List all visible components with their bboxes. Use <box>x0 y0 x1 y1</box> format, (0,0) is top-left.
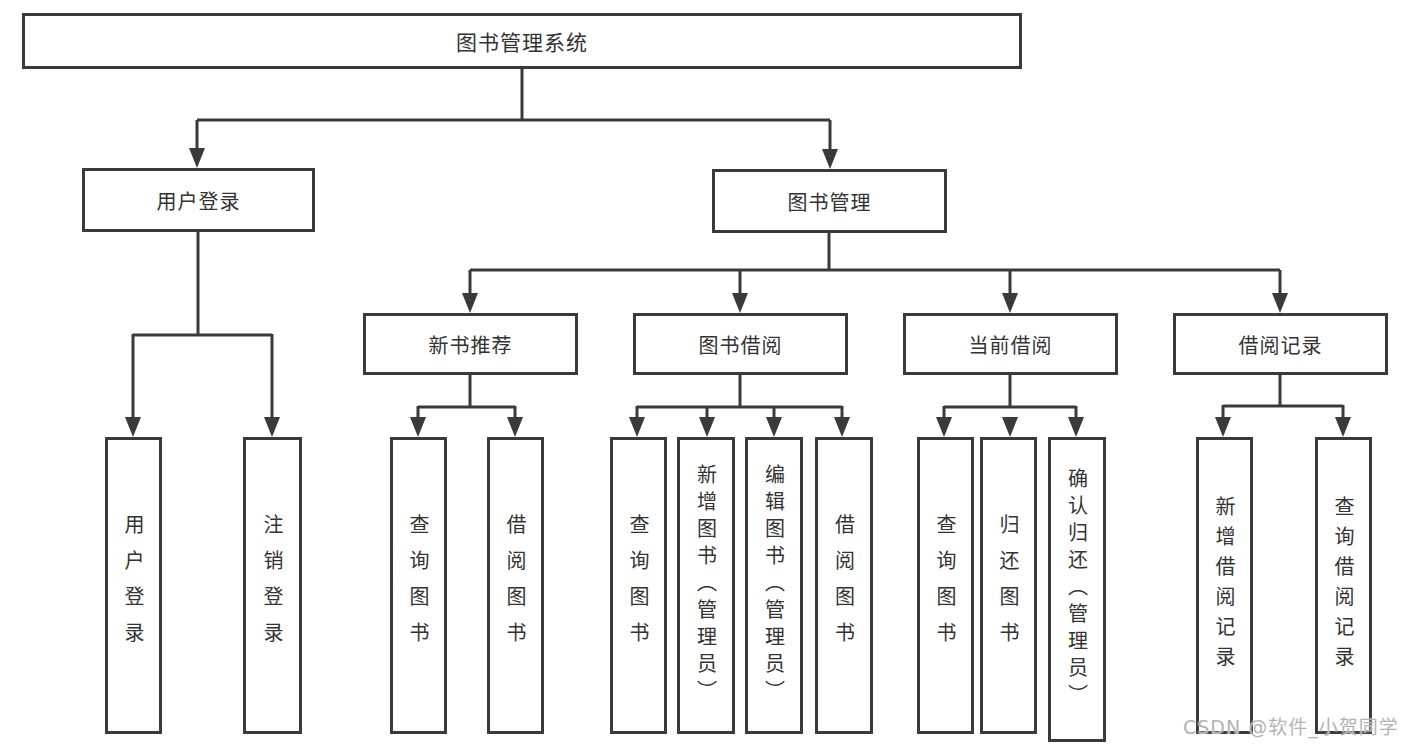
leaf-query-books-current-label: 查询图书 <box>931 514 960 658</box>
leaf-return-books-label: 归还图书 <box>994 514 1023 658</box>
leaf-query-books-current: 查询图书 <box>917 437 974 734</box>
node-new-book-recommend-label: 新书推荐 <box>429 330 513 359</box>
node-book-borrow: 图书借阅 <box>633 313 848 375</box>
node-user-login-label: 用户登录 <box>157 186 241 215</box>
leaf-return-books: 归还图书 <box>980 437 1037 734</box>
leaf-borrow-books-recommend: 借阅图书 <box>487 437 544 734</box>
node-current-borrow-label: 当前借阅 <box>969 330 1053 359</box>
leaf-add-borrow-record-label: 新增借阅记录 <box>1210 496 1239 676</box>
leaf-add-books-admin: 新增图书（管理员） <box>677 437 735 734</box>
leaf-query-borrow-record-label: 查询借阅记录 <box>1329 496 1358 676</box>
leaf-edit-books-admin-label: 编辑图书（管理员） <box>760 464 789 707</box>
leaf-logout-label: 注销登录 <box>258 514 287 658</box>
leaf-add-books-admin-label: 新增图书（管理员） <box>692 464 721 707</box>
leaf-add-borrow-record: 新增借阅记录 <box>1196 437 1253 734</box>
leaf-query-books-recommend-label: 查询图书 <box>404 514 433 658</box>
leaf-borrow-books-recommend-label: 借阅图书 <box>501 514 530 658</box>
leaf-confirm-return-admin: 确认归还（管理员） <box>1048 437 1106 742</box>
leaf-logout: 注销登录 <box>243 437 302 734</box>
node-root: 图书管理系统 <box>22 13 1022 69</box>
node-book-management-label: 图书管理 <box>788 187 872 216</box>
leaf-query-borrow-record: 查询借阅记录 <box>1315 437 1372 734</box>
node-book-management: 图书管理 <box>712 169 947 233</box>
node-new-book-recommend: 新书推荐 <box>363 313 578 375</box>
leaf-confirm-return-admin-label: 确认归还（管理员） <box>1063 468 1092 711</box>
leaf-query-books-recommend: 查询图书 <box>390 437 447 734</box>
leaf-borrow-books-label: 借阅图书 <box>830 514 859 658</box>
leaf-borrow-books: 借阅图书 <box>815 437 873 734</box>
node-borrow-records-label: 借阅记录 <box>1239 330 1323 359</box>
leaf-query-books-borrow: 查询图书 <box>610 437 667 734</box>
node-borrow-records: 借阅记录 <box>1173 313 1388 375</box>
leaf-user-login-label: 用户登录 <box>119 514 148 658</box>
watermark-text: CSDN @软件_小贺同学 <box>1183 712 1399 739</box>
leaf-edit-books-admin: 编辑图书（管理员） <box>745 437 803 734</box>
node-root-label: 图书管理系统 <box>456 26 588 56</box>
leaf-query-books-borrow-label: 查询图书 <box>624 514 653 658</box>
node-user-login: 用户登录 <box>82 168 315 232</box>
leaf-user-login: 用户登录 <box>105 437 162 734</box>
node-book-borrow-label: 图书借阅 <box>699 330 783 359</box>
node-current-borrow: 当前借阅 <box>903 313 1118 375</box>
